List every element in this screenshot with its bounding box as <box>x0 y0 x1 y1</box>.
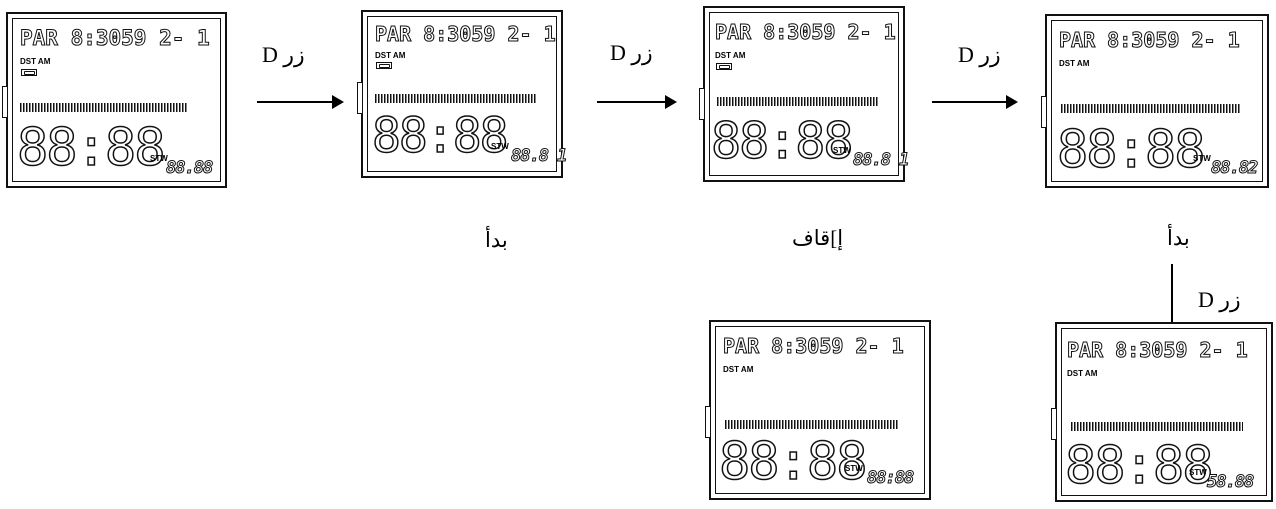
caption-start: بدأ <box>1167 226 1190 250</box>
stw-label: STW <box>833 146 851 155</box>
lcd-side-tab <box>1051 408 1056 440</box>
lcd-sub-digits: 88.88 <box>165 158 213 178</box>
lcd-display-3: PAR 8:3059 2- 1 DST AM 88:88 STW 88.8 1 <box>699 6 910 182</box>
lcd-main-digits: 88:88 <box>1064 436 1214 496</box>
lcd-bargraph <box>1071 422 1243 431</box>
lcd-mode: DST AM <box>20 57 51 66</box>
lcd-inner-frame <box>715 326 925 494</box>
lcd-side-tab <box>357 82 362 114</box>
lcd-display-6: PAR 8:3059 2- 1 DST AM 88:88 STW 58.88 <box>1051 322 1273 502</box>
arrow-right-icon <box>597 95 677 109</box>
lcd-display-4: PAR 8:3059 2- 1 DST AM 88:88 STW 88.82 <box>1041 14 1269 188</box>
lcd-main-digits: 88:88 <box>16 118 166 178</box>
stw-label: STW <box>150 154 168 163</box>
lcd-main-digits: 88:88 <box>718 432 868 492</box>
lcd-inner-frame <box>709 12 899 176</box>
lcd-top-text: PAR 8:3059 2- 1 <box>723 334 905 358</box>
lcd-sub-digits: 88:88 <box>866 468 914 488</box>
arrow-right-icon <box>257 95 344 109</box>
battery-icon <box>376 62 392 69</box>
lcd-side-tab <box>1041 96 1046 128</box>
lcd-mode: DST AM <box>1067 369 1098 378</box>
lcd-side-tab <box>2 86 7 118</box>
lcd-top-text: PAR 8:3059 2- 1 <box>1059 28 1241 52</box>
lcd-display-2: PAR 8:3059 2- 1 DST AM 88:88 STW 88.8 1 <box>357 10 568 178</box>
lcd-mode: DST AM <box>723 365 754 374</box>
stw-label: STW <box>491 142 509 151</box>
battery-icon <box>21 69 37 76</box>
lcd-inner-frame <box>1061 328 1267 496</box>
lcd-inner-frame <box>12 18 221 182</box>
lcd-bargraph <box>375 94 537 103</box>
button-label-4: زر D <box>1198 287 1241 312</box>
lcd-mode: DST AM <box>1059 59 1090 68</box>
lcd-sub-digits: 88.8 1 <box>510 146 567 166</box>
lcd-main-digits: 88:88 <box>371 108 509 164</box>
stw-label: STW <box>845 464 863 473</box>
lcd-main-digits: 88:88 <box>710 112 854 170</box>
lcd-top-text: PAR 8:3059 2- 1 <box>715 20 897 44</box>
button-label-1: زر D <box>262 42 305 67</box>
lcd-bargraph <box>717 97 879 106</box>
lcd-top-text: PAR 8:3059 2- 1 <box>375 22 557 46</box>
arrow-right-icon <box>932 95 1018 109</box>
lcd-mode: DST AM <box>715 51 746 60</box>
lcd-top-text: PAR 8:3059 2- 1 <box>1067 338 1249 362</box>
lcd-bargraph <box>725 420 899 429</box>
lcd-bargraph <box>20 103 188 112</box>
lcd-top-text: PAR 8:3059 2- 1 <box>20 26 211 50</box>
lcd-inner-frame <box>1051 20 1263 182</box>
stw-label: STW <box>1193 154 1211 163</box>
button-label-2: زر D <box>610 40 653 65</box>
lcd-inner-frame <box>367 16 557 172</box>
lcd-display-5: PAR 8:3059 2- 1 DST AM 88:88 STW 88:88 <box>705 320 931 500</box>
button-label-3: زر D <box>958 42 1001 67</box>
lcd-sub-digits: 88.8 1 <box>852 150 909 170</box>
caption-start: بدأ <box>485 228 508 252</box>
lcd-sub-digits: 58.88 <box>1206 472 1254 492</box>
lcd-sub-digits: 88.82 <box>1210 158 1258 178</box>
lcd-main-digits: 88:88 <box>1056 120 1206 180</box>
caption-stop: إ]قاف <box>792 226 844 250</box>
lcd-bargraph <box>1061 104 1241 113</box>
stw-label: STW <box>1189 468 1207 477</box>
lcd-display-1: PAR 8:3059 2- 1 DST AM 88:88 STW 88.88 <box>2 12 227 188</box>
lcd-mode: DST AM <box>375 51 406 60</box>
lcd-side-tab <box>705 406 710 438</box>
lcd-side-tab <box>699 88 704 120</box>
battery-icon <box>716 63 732 70</box>
